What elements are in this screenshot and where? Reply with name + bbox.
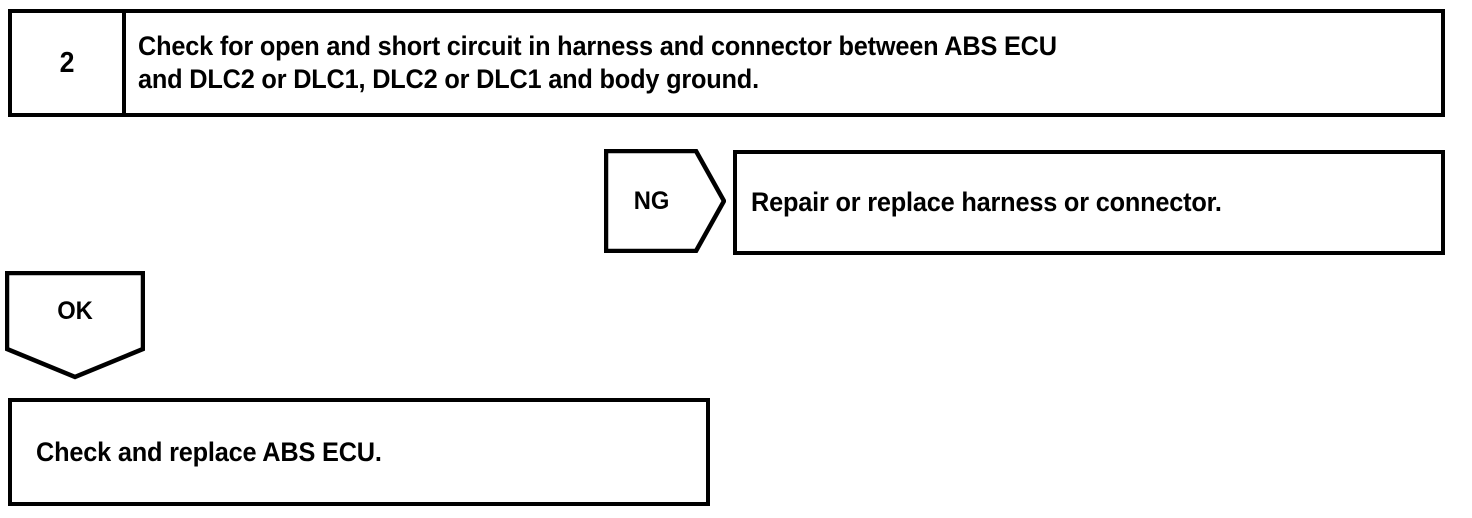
- ng-arrow-right-icon: [604, 149, 726, 253]
- ok-arrow-down-icon: [5, 271, 145, 380]
- step-number-cell: 2: [12, 13, 126, 113]
- step-instruction-text: Check for open and short circuit in harn…: [138, 31, 1057, 94]
- ok-branch-label: OK: [57, 296, 93, 325]
- ng-branch-label: NG: [633, 186, 670, 215]
- step-number: 2: [59, 46, 75, 79]
- step-instruction-cell: Check for open and short circuit in harn…: [126, 13, 1441, 113]
- ok-result-box: Check and replace ABS ECU.: [8, 398, 710, 506]
- ng-result-text: Repair or replace harness or connector.: [751, 187, 1222, 217]
- ng-result-box: Repair or replace harness or connector.: [733, 150, 1445, 255]
- step-row: 2 Check for open and short circuit in ha…: [8, 9, 1445, 117]
- ok-result-text: Check and replace ABS ECU.: [36, 436, 382, 467]
